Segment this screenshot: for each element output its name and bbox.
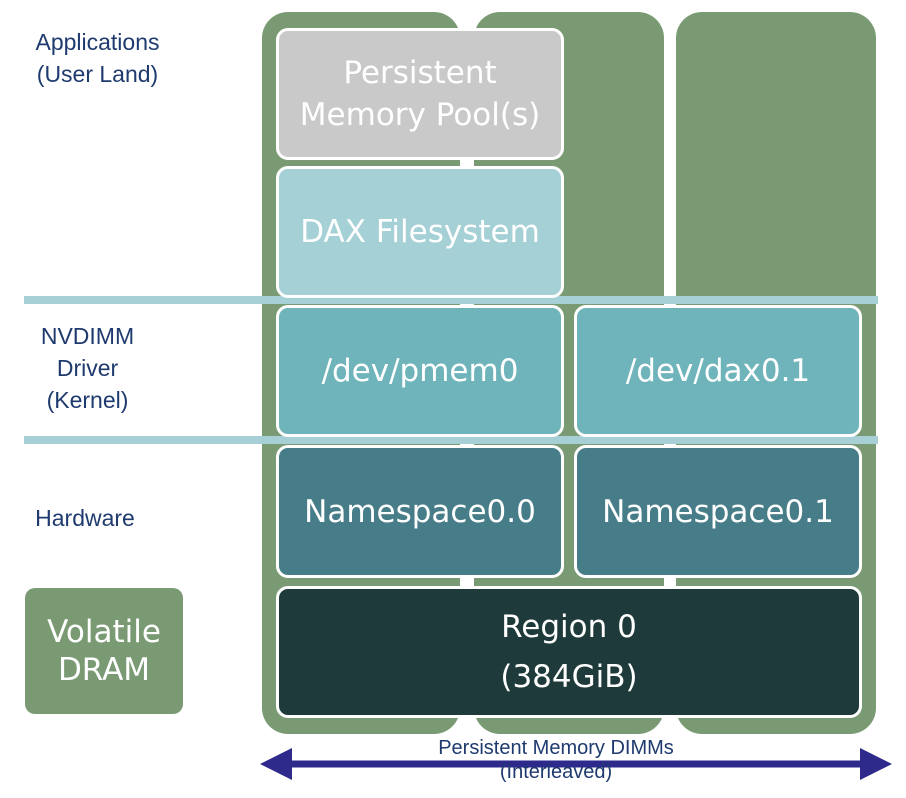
region-name: Region 0: [501, 609, 637, 645]
volatile-dram-box: Volatile DRAM: [25, 588, 183, 714]
separator-line-lower: [24, 436, 878, 444]
namespace-0-1-box: Namespace0.1: [574, 445, 862, 578]
layer-label-applications: Applications (User Land): [35, 29, 160, 87]
dev-pmem0-box: /dev/pmem0: [276, 305, 564, 437]
layer-label-hardware: Hardware: [35, 505, 135, 531]
region-size: (384GiB): [500, 659, 638, 695]
namespace-0-0-box: Namespace0.0: [276, 445, 564, 578]
dev-dax01-box: /dev/dax0.1: [574, 305, 862, 437]
dax-filesystem-box: DAX Filesystem: [276, 166, 564, 298]
dimm-caption: Persistent Memory DIMMs (Interleaved): [438, 737, 674, 783]
persistent-memory-pool-box: Persistent Memory Pool(s): [276, 28, 564, 160]
region-0-box: Region 0 (384GiB): [276, 586, 862, 718]
dimm-span-arrow: [260, 748, 892, 780]
connector-pool-dax: [466, 158, 469, 170]
layer-label-driver: NVDIMM Driver (Kernel): [40, 323, 135, 413]
separator-line-upper: [24, 296, 878, 304]
connector-ns-region: [466, 576, 469, 590]
